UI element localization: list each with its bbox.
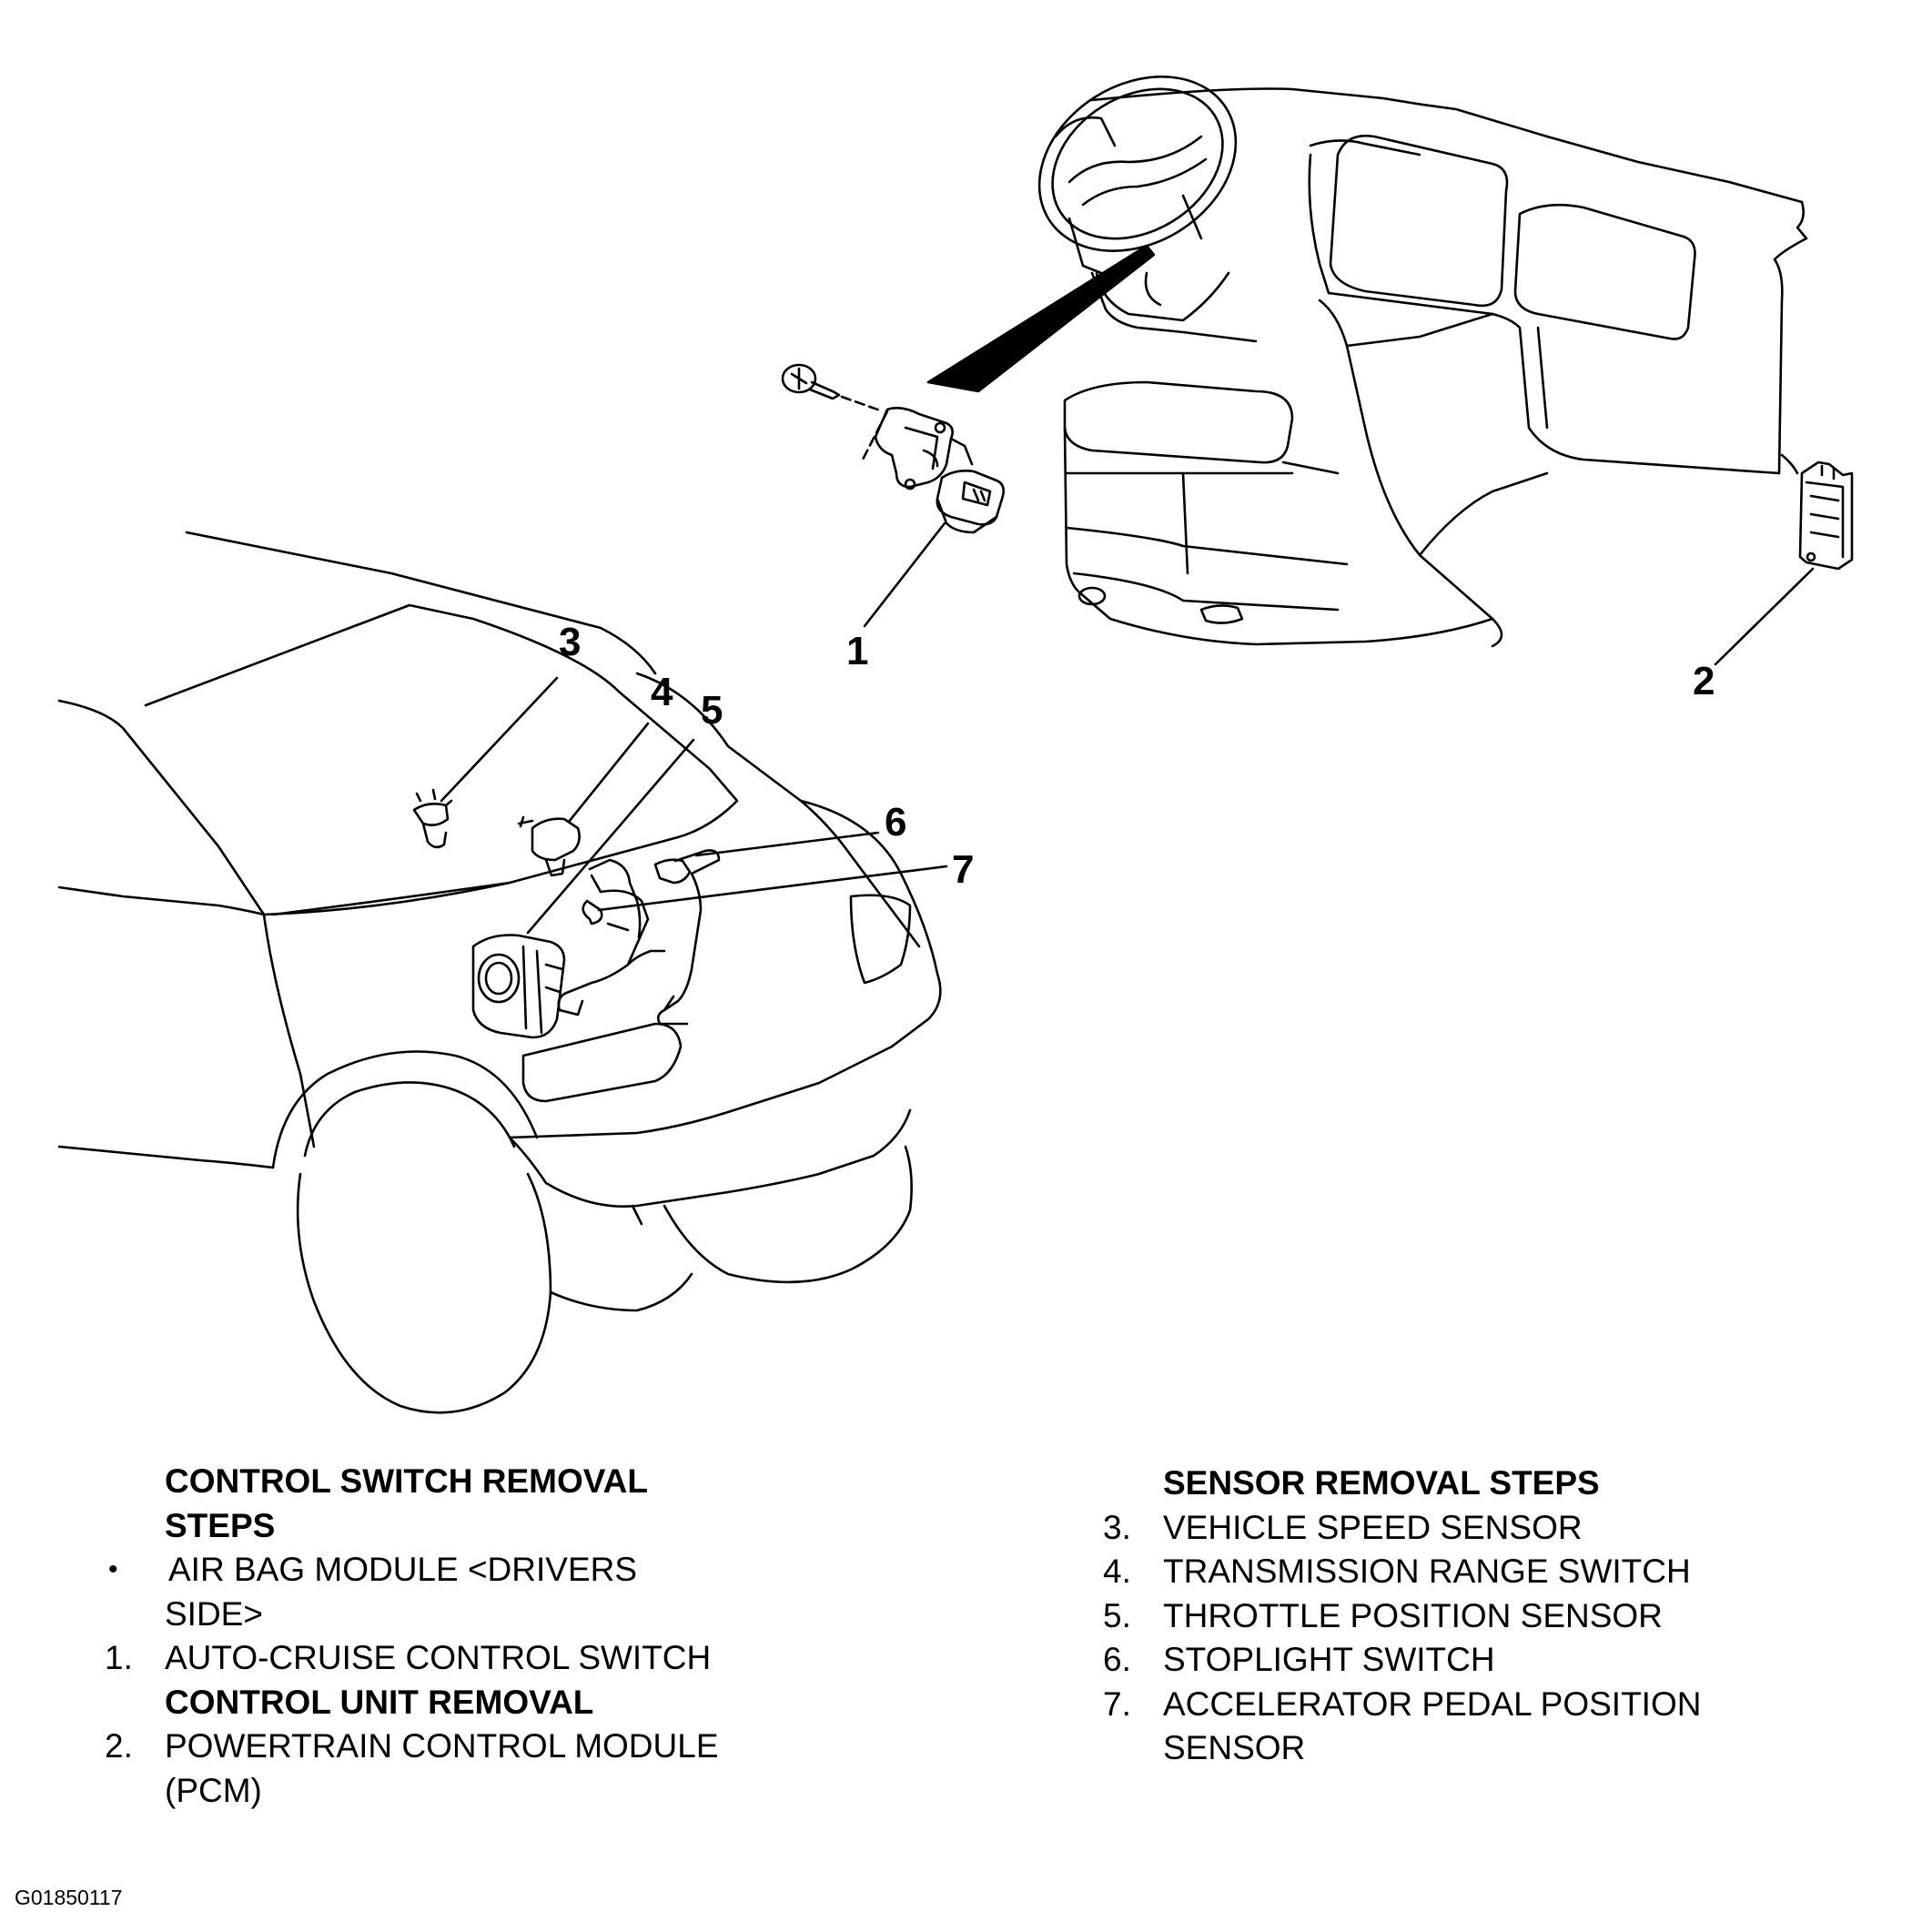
legend-item-7: 7. ACCELERATOR PEDAL POSITION (1103, 1683, 1795, 1727)
airbag-module-text-line2: SIDE> (165, 1594, 263, 1633)
legend-item-2-text: POWERTRAIN CONTROL MODULE (165, 1727, 719, 1765)
legend-item-7-text: ACCELERATOR PEDAL POSITION (1163, 1684, 1702, 1723)
legend-item-1: 1. AUTO-CRUISE CONTROL SWITCH (105, 1636, 796, 1681)
sensor-components (412, 676, 948, 1039)
figure-code: G01850117 (15, 1886, 123, 1909)
dashboard-illustration (926, 76, 1808, 648)
legend-item-5-number: 5. (1103, 1596, 1131, 1634)
control-switch-heading-line2: STEPS (165, 1506, 276, 1544)
legend-item-7-text-line2: SENSOR (1163, 1729, 1306, 1766)
legend-bullet-item-continued: SIDE> (105, 1593, 796, 1637)
legend-item-2-text-line2: (PCM) (165, 1771, 262, 1809)
callout-5: 5 (701, 688, 723, 733)
legend-item-1-number: 1. (105, 1639, 133, 1676)
legend-item-6-number: 6. (1103, 1641, 1131, 1678)
callout-4: 4 (651, 670, 673, 714)
legend-item-3-number: 3. (1103, 1508, 1131, 1546)
pcm-module (1714, 460, 1854, 666)
control-unit-heading: CONTROL UNIT REMOVAL (165, 1683, 594, 1721)
legend-item-2-continued: (PCM) (105, 1769, 796, 1814)
airbag-module-text: AIR BAG MODULE <DRIVERS (168, 1551, 638, 1588)
vehicle-illustration (57, 531, 942, 1414)
legend-item-5: 5. THROTTLE POSITION SENSOR (1103, 1594, 1795, 1639)
callout-3: 3 (559, 620, 581, 664)
bullet-icon: • (108, 1554, 118, 1584)
control-switch-removal-legend: CONTROL SWITCH REMOVAL STEPS • AIR BAG M… (105, 1460, 796, 1813)
legend-item-6: 6. STOPLIGHT SWITCH (1103, 1638, 1795, 1683)
legend-item-2-number: 2. (105, 1727, 133, 1765)
legend-item-1-text: AUTO-CRUISE CONTROL SWITCH (165, 1639, 712, 1676)
legend-bullet-item: • AIR BAG MODULE <DRIVERS (105, 1548, 796, 1593)
legend-item-4-text: TRANSMISSION RANGE SWITCH (1163, 1553, 1691, 1590)
sensor-removal-heading: SENSOR REMOVAL STEPS (1163, 1464, 1600, 1502)
legend-item-2: 2. POWERTRAIN CONTROL MODULE (105, 1725, 796, 1769)
callout-6: 6 (885, 800, 906, 845)
legend-item-4: 4. TRANSMISSION RANGE SWITCH (1103, 1550, 1795, 1594)
legend-item-3: 3. VEHICLE SPEED SENSOR (1103, 1506, 1795, 1551)
callout-2: 2 (1693, 659, 1715, 703)
legend-item-7-number: 7. (1103, 1684, 1131, 1723)
callout-1: 1 (846, 629, 868, 673)
legend-item-7-continued: SENSOR (1103, 1726, 1795, 1771)
legend-item-5-text: THROTTLE POSITION SENSOR (1163, 1596, 1663, 1634)
auto-cruise-switch-assembly (781, 363, 1005, 628)
legend-item-6-text: STOPLIGHT SWITCH (1163, 1641, 1495, 1678)
control-switch-heading-line1: CONTROL SWITCH REMOVAL (165, 1462, 648, 1500)
sensor-removal-legend: SENSOR REMOVAL STEPS 3. VEHICLE SPEED SE… (1103, 1462, 1795, 1771)
callout-7: 7 (952, 847, 974, 892)
legend-item-3-text: VEHICLE SPEED SENSOR (1163, 1508, 1583, 1546)
legend-item-4-number: 4. (1103, 1553, 1131, 1590)
